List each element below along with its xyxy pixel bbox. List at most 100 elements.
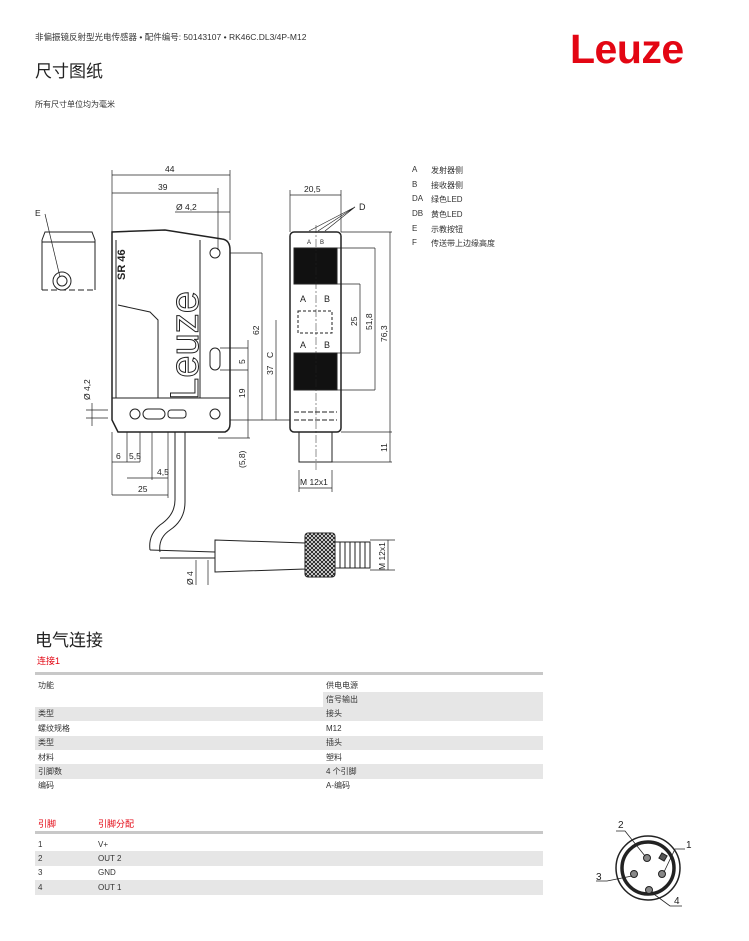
text-label: 引脚数 bbox=[35, 764, 323, 779]
text-label: 接头 bbox=[323, 706, 543, 722]
text-label: 类型 bbox=[35, 735, 323, 750]
table-row: 功能 供电电源 bbox=[35, 678, 543, 692]
table-row: 信号输出 bbox=[35, 692, 543, 707]
text-label: 插头 bbox=[323, 735, 543, 750]
text-label: 5,5 bbox=[129, 451, 141, 461]
text-label: 示教按钮 bbox=[431, 224, 463, 234]
text-label: 62 bbox=[251, 325, 261, 335]
text-label: Ø 4 bbox=[185, 571, 195, 585]
text-label: 39 bbox=[158, 182, 168, 192]
text-label: 发射器侧 bbox=[431, 166, 463, 175]
text-label: (5,8) bbox=[237, 450, 247, 468]
text-label: M12 bbox=[326, 723, 342, 733]
text-label: 20,5 bbox=[304, 184, 321, 194]
text-label: A bbox=[307, 240, 311, 246]
text-label: M 12x1 bbox=[377, 542, 387, 570]
connection-label: 连接1 bbox=[37, 656, 61, 666]
text-label: DB bbox=[412, 209, 424, 219]
pin-2 bbox=[643, 854, 651, 862]
text-label: 76,3 bbox=[379, 325, 389, 342]
connector-pinout-diagram: 2 1 3 4 bbox=[596, 820, 692, 907]
text-label: 25 bbox=[138, 484, 148, 494]
text-label: A bbox=[300, 340, 306, 350]
dimension-drawing: E SR 46 Leuze bbox=[35, 164, 395, 585]
text-label: 3 bbox=[38, 868, 43, 878]
teach-button-view: E bbox=[35, 208, 96, 291]
text-label: Leuze bbox=[163, 291, 207, 400]
text-label: 4 个引脚 bbox=[323, 764, 543, 779]
text-label: A bbox=[412, 165, 418, 174]
text-label: 功能 bbox=[38, 680, 54, 690]
text-label: 绿色LED bbox=[431, 195, 463, 205]
text-label: 类型 bbox=[35, 706, 323, 722]
text-label: 19 bbox=[237, 388, 247, 398]
text-label: F bbox=[412, 238, 417, 248]
text-label: GND bbox=[98, 868, 116, 878]
text-label: 25 bbox=[349, 316, 359, 326]
electrical-title: 电气连接 bbox=[35, 631, 103, 650]
text-label: V+ bbox=[98, 839, 109, 849]
text-label: B bbox=[320, 240, 324, 246]
text-label: 供电电源 bbox=[326, 680, 358, 690]
text-label: OUT 2 bbox=[95, 851, 543, 866]
text-label: 螺纹规格 bbox=[38, 723, 70, 733]
text-label: 引脚分配 bbox=[98, 818, 135, 829]
legend-item: A 发射器侧 bbox=[412, 165, 495, 180]
leuze-logo: Leuze bbox=[570, 26, 684, 72]
sensor-side-view: A B A B A B D bbox=[289, 202, 366, 470]
dimensions-title: 尺寸图纸 bbox=[35, 62, 103, 81]
table-row: 材料 塑料 bbox=[35, 750, 543, 764]
text-label: C bbox=[265, 352, 275, 358]
table-row: 1 V+ bbox=[35, 837, 543, 851]
text-label: 接收器侧 bbox=[431, 180, 463, 190]
text-label: B bbox=[324, 294, 330, 304]
legend-item: B 接收器侧 bbox=[412, 180, 495, 195]
text-label: 1 bbox=[38, 839, 43, 849]
text-label: D bbox=[359, 202, 366, 212]
text-label: 11 bbox=[379, 443, 389, 452]
text-label: A bbox=[300, 294, 306, 304]
text-label: 1 bbox=[686, 840, 692, 851]
product-header: 非偏振镜反射型光电传感器 • 配件编号: 50143107 • RK46C.DL… bbox=[35, 32, 307, 42]
text-label: 塑料 bbox=[326, 752, 342, 762]
pin-4 bbox=[645, 886, 653, 894]
text-label: 信号输出 bbox=[323, 692, 543, 707]
text-label: Ø 4,2 bbox=[176, 202, 197, 212]
text-label: 6 bbox=[116, 451, 121, 461]
table-row: 类型接头 bbox=[35, 706, 543, 722]
text-label: OUT 1 bbox=[95, 880, 543, 895]
table-row: 螺纹规格 M12 bbox=[35, 721, 543, 735]
dimension-lines bbox=[86, 170, 395, 585]
text-label: 引脚 bbox=[38, 818, 57, 829]
text-label: 44 bbox=[165, 164, 175, 174]
table-row: 3 GND bbox=[35, 866, 543, 880]
pin-1 bbox=[658, 870, 666, 878]
text-label: 51,8 bbox=[364, 313, 374, 330]
pin-table-header: 引脚 引脚分配 bbox=[35, 815, 543, 831]
dimension-labels: 44 39 Ø 4,2 62 C 37 5 19 (5,8) Ø 4,2 6 5… bbox=[82, 164, 389, 585]
sensor-front-view: SR 46 Leuze bbox=[111, 229, 371, 578]
text-label: B bbox=[412, 179, 418, 189]
text-label: SR 46 bbox=[116, 249, 128, 280]
text-label: 材料 bbox=[38, 752, 54, 762]
text-label: 传送带上边缘高度 bbox=[431, 239, 495, 249]
legend-item: F 传送带上边缘高度 bbox=[412, 238, 495, 253]
pin-3 bbox=[630, 870, 638, 878]
units-note: 所有尺寸单位均为毫米 bbox=[35, 100, 115, 109]
text-label: B bbox=[324, 340, 330, 350]
text-label: 4 bbox=[35, 880, 95, 895]
legend-item: E 示教按钮 bbox=[412, 224, 495, 239]
text-label: E bbox=[35, 208, 41, 218]
text-label: A-编码 bbox=[326, 781, 350, 791]
text-label: E bbox=[412, 223, 418, 233]
text-label: 5 bbox=[237, 359, 247, 364]
text-label: M 12x1 bbox=[300, 477, 328, 487]
